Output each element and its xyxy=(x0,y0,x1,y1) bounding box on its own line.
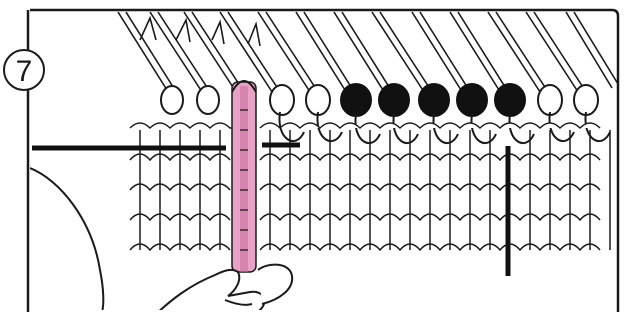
hand-icon xyxy=(150,265,292,322)
step-number: 7 xyxy=(16,55,33,88)
arm-outline xyxy=(30,168,103,312)
guide-line-horizontal xyxy=(32,145,300,148)
needle-shafts xyxy=(118,12,618,98)
circled-number-icon: 7 xyxy=(4,50,44,90)
fabric-row-1 xyxy=(130,123,600,128)
latch-tool-icon xyxy=(232,81,256,272)
knitted-fabric xyxy=(130,123,610,250)
